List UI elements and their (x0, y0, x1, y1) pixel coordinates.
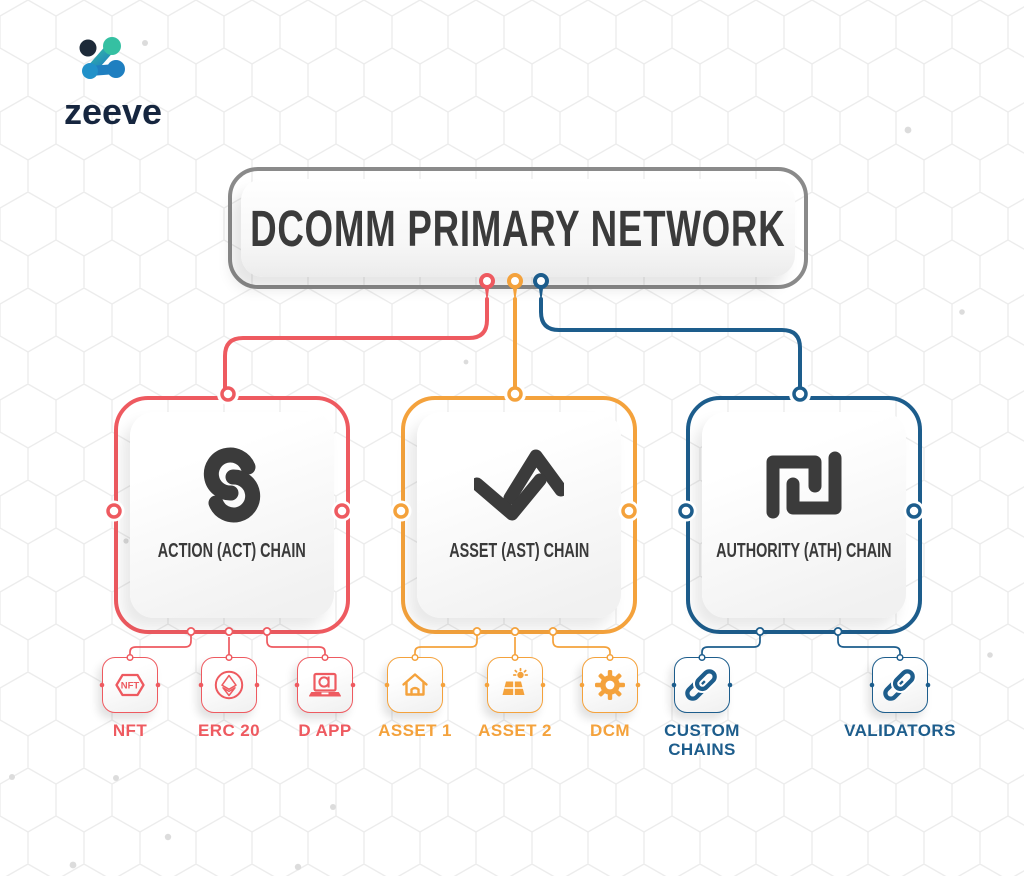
dapp-label: D APP (298, 721, 352, 740)
nft-hexagon-icon: NFT (115, 673, 145, 697)
asset2-label: ASSET 2 (478, 721, 552, 740)
zeeve-logo-mark (79, 37, 125, 79)
svg-text:NFT: NFT (121, 681, 140, 692)
shekel-icon (766, 451, 842, 519)
custom-chains-label: CUSTOM CHAINS (664, 721, 740, 759)
erc20-label: ERC 20 (198, 721, 260, 740)
s-link-icon (203, 447, 261, 523)
asset-chain-label: ASSET (AST) CHAIN (448, 540, 589, 562)
chain-link-icon (685, 667, 719, 701)
custom-chains-node (674, 657, 730, 713)
zeeve-logo-text: zeeve (63, 91, 163, 132)
action-chain-label: ACTION (ACT) CHAIN (158, 540, 306, 562)
validators-label: VALIDATORS (844, 721, 956, 740)
gear-icon (595, 670, 625, 700)
asset2-node (487, 657, 543, 713)
authority-chain-node: AUTHORITY (ATH) CHAIN (686, 396, 922, 634)
action-chain-node: ACTION (ACT) CHAIN (114, 396, 350, 634)
ethereum-token-icon (214, 670, 244, 700)
solar-panel-icon (502, 667, 529, 695)
primary-network-title-card: DCOMM PRIMARY NETWORK (241, 179, 795, 277)
authority-chain-label: AUTHORITY (ATH) CHAIN (716, 540, 892, 562)
asset-chain-node: ASSET (AST) CHAIN (401, 396, 637, 634)
dapp-laptop-icon (309, 672, 341, 697)
chain-link-icon (883, 667, 917, 701)
erc20-node (201, 657, 257, 713)
nft-label: NFT (112, 721, 148, 740)
nft-node: NFT (102, 657, 158, 713)
zeeve-logo: zeeve (38, 22, 188, 133)
asset1-node (387, 657, 443, 713)
validators-node (872, 657, 928, 713)
dcm-label: DCM (590, 721, 630, 740)
dapp-node (297, 657, 353, 713)
primary-network-title-box: DCOMM PRIMARY NETWORK (228, 167, 808, 289)
dcm-node (582, 657, 638, 713)
house-icon (402, 673, 428, 696)
zigzag-chart-icon (474, 449, 564, 521)
diagram-title: DCOMM PRIMARY NETWORK (250, 199, 786, 257)
asset1-label: ASSET 1 (378, 721, 452, 740)
